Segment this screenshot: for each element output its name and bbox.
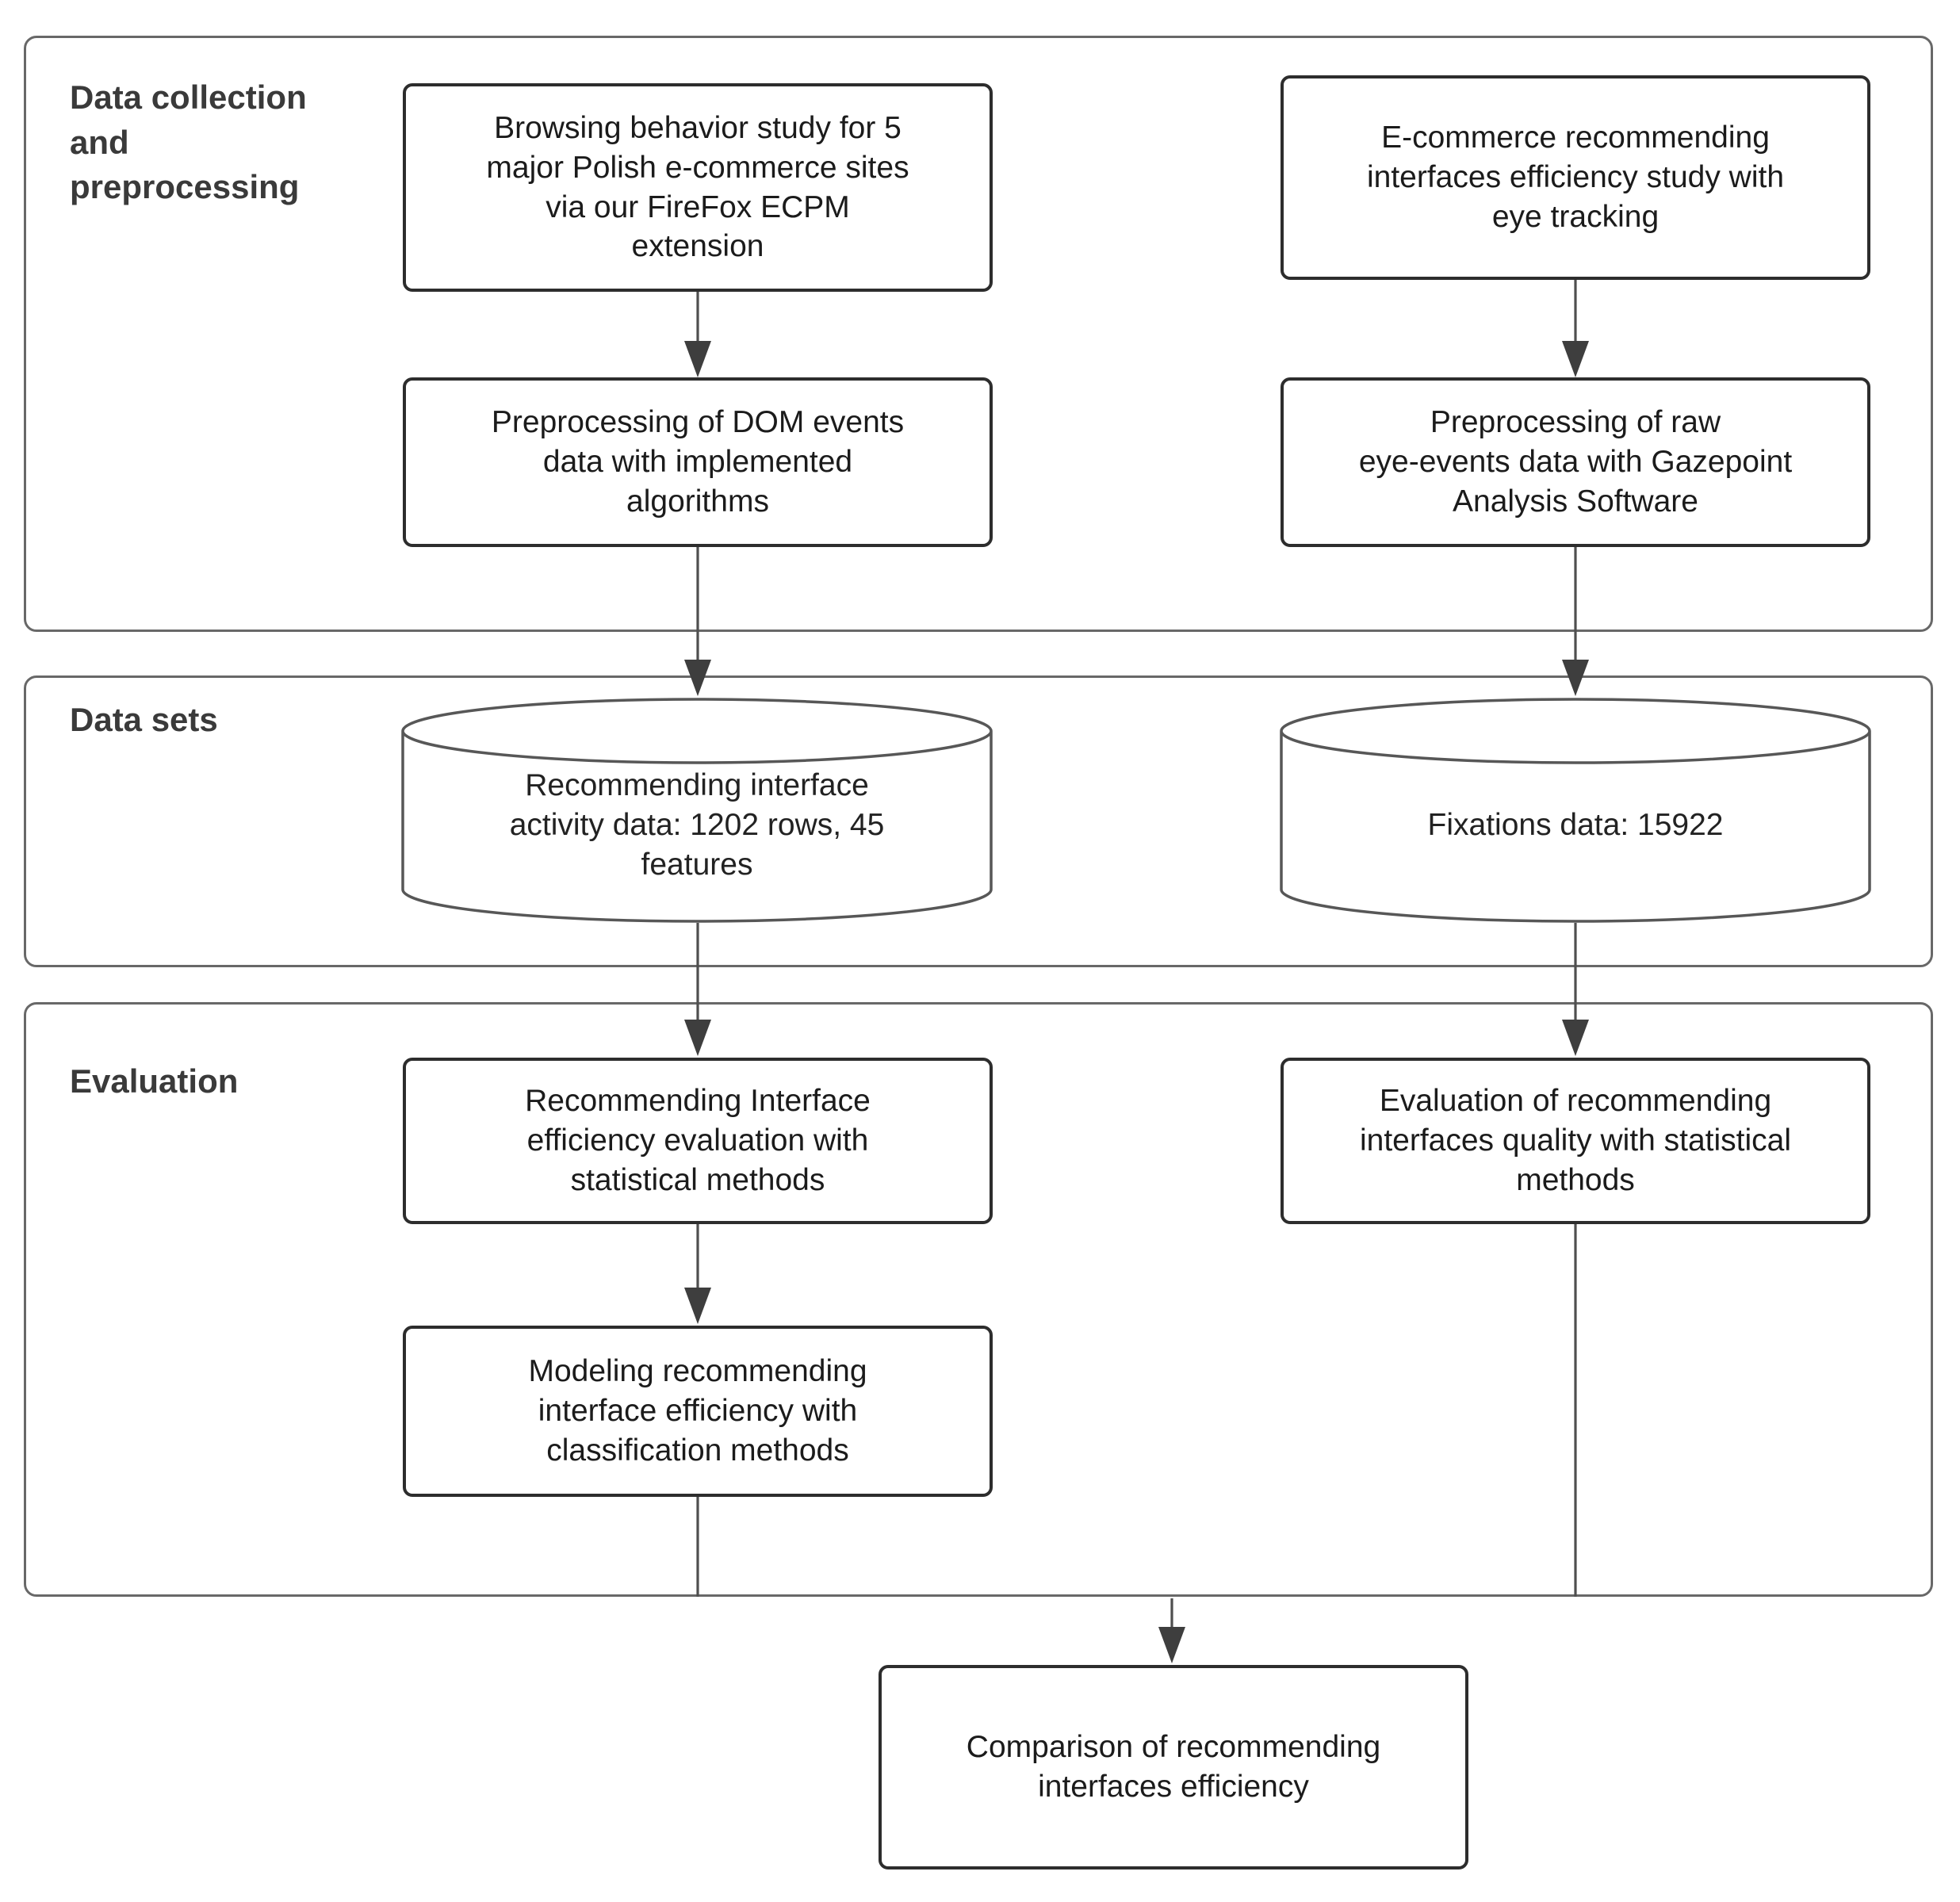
arrowhead-icon — [1562, 341, 1589, 377]
cylinder-shape — [1280, 730, 1871, 923]
edge-efficiency-evaluation-to-modeling — [684, 1224, 711, 1324]
node-eye-events-preprocessing: Preprocessing of raw eye-events data wit… — [1281, 377, 1870, 547]
node-efficiency-evaluation: Recommending Interface efficiency evalua… — [403, 1058, 993, 1224]
node-browsing-study: Browsing behavior study for 5 major Poli… — [403, 83, 993, 292]
cylinder-fixations-data-set-label: Fixations data: 15922 — [1427, 808, 1724, 843]
edge-browsing-to-dom-preprocessing — [684, 292, 711, 377]
section-data-sets-container — [24, 675, 1933, 967]
section-data-collection-container — [24, 36, 1933, 632]
edge-eyetracking-to-eye-preprocessing — [1562, 280, 1589, 377]
edge-fixations-dataset-to-quality-evaluation — [1562, 923, 1589, 1056]
arrowhead-icon — [1562, 1020, 1589, 1056]
node-efficiency-modeling: Modeling recommending interface efficien… — [403, 1326, 993, 1497]
cylinder-top-shape — [401, 698, 993, 732]
node-dom-events-preprocessing: Preprocessing of DOM events data with im… — [403, 377, 993, 547]
edge-eye-preprocessing-to-fixations-dataset — [1562, 547, 1589, 696]
section-label-data-sets: Data sets — [70, 701, 218, 738]
arrowhead-icon — [684, 1020, 711, 1056]
cylinder-fixations-data-set — [1280, 698, 1871, 923]
edge-dom-preprocessing-to-activity-dataset — [684, 547, 711, 696]
arrowhead-icon — [1562, 660, 1589, 696]
section-label-data-collection: Data collection and preprocessing — [70, 78, 307, 206]
section-label-evaluation: Evaluation — [70, 1062, 239, 1100]
cylinder-top-shape — [1280, 698, 1871, 732]
node-quality-evaluation: Evaluation of recommending interfaces qu… — [1281, 1058, 1870, 1224]
arrowhead-icon — [684, 1288, 711, 1324]
edge-activity-dataset-to-efficiency-evaluation — [684, 923, 711, 1056]
cylinder-activity-data-set — [401, 698, 993, 923]
section-evaluation-container — [24, 1002, 1933, 1597]
arrowhead-icon — [684, 341, 711, 377]
cylinder-shape — [401, 730, 993, 923]
edge-merged-to-comparison — [1158, 1598, 1185, 1663]
arrowhead-icon — [1158, 1627, 1185, 1663]
node-comparison: Comparison of recommending interfaces ef… — [879, 1665, 1468, 1869]
arrowhead-icon — [684, 660, 711, 696]
cylinder-activity-data-set-label: Recommending interface activity data: 12… — [509, 768, 885, 882]
node-eye-tracking-study: E-commerce recommending interfaces effic… — [1281, 75, 1870, 280]
